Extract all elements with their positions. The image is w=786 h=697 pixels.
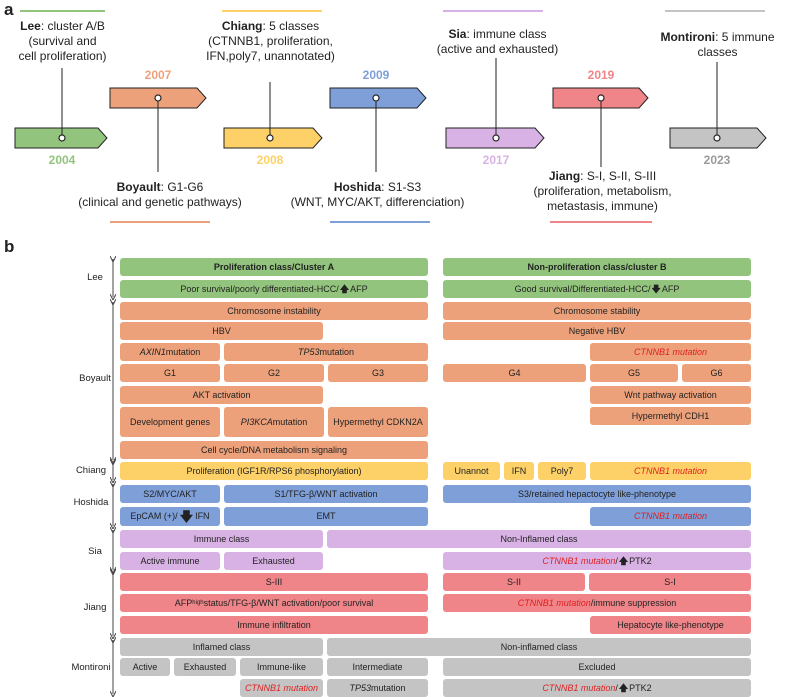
hoshida-s3: S3/retained hepactocyte like-phenotype [443, 485, 751, 503]
label-hoshida: Hoshida [73, 497, 109, 508]
chiang-ifn: IFN [504, 462, 534, 480]
boyault-akt: AKT activation [120, 386, 323, 404]
jiang-s3: S-III [120, 573, 428, 591]
boyault-chrom-instab: Chromosome instability [120, 302, 428, 320]
boyault-cellcycle: Cell cycle/DNA metabolism signaling [120, 441, 428, 459]
year-2008: 2008 [256, 153, 284, 167]
down-arrow-icon: 🡇 [651, 283, 661, 294]
lee-good-survival: Good survival/Differentiated-HCC/🡇AFP [443, 280, 751, 298]
lee-nonprolif-title: Non-proliferation class/cluster B [443, 258, 751, 276]
sia-active: Active immune [120, 552, 220, 570]
label-chiang: Chiang [75, 465, 107, 476]
panel-a-letter: a [4, 0, 14, 19]
boyault-hbv: HBV [120, 322, 323, 340]
boyault-hypermethyl-cdh1: Hypermethyl CDH1 [590, 407, 751, 425]
boyault-wnt: Wnt pathway activation [590, 386, 751, 404]
sia-immune: Immune class [120, 530, 323, 548]
boyault-dev-genes: Development genes [120, 407, 220, 437]
boyault-axin1: AXIN1 mutation [120, 343, 220, 361]
boyault-g2: G2 [224, 364, 324, 382]
event-boyault: Boyault: G1-G6 (clinical and genetic pat… [78, 180, 242, 209]
jiang-s1: S-I [589, 573, 751, 591]
hoshida-epcam: EpCAM (+)/🡇IFN [120, 507, 220, 526]
event-sia: Sia: immune class (active and exhausted) [436, 27, 559, 56]
chiang-unannot: Unannot [443, 462, 500, 480]
label-boyault: Boyault [79, 373, 111, 384]
hoshida-emt: EMT [224, 507, 428, 526]
montironi-immunelike: Immune-like [240, 658, 323, 676]
label-montironi: Montironi [71, 662, 111, 673]
year-2017: 2017 [482, 153, 510, 167]
boyault-hypermethyl-cdkn2a: Hypermethyl CDKN2A [328, 407, 428, 437]
boyault-ctnnb1: CTNNB1 mutation [590, 343, 751, 361]
boyault-chrom-stab: Chromosome stability [443, 302, 751, 320]
year-2007: 2007 [144, 68, 172, 82]
sia-ctnnb1: CTNNB1 mutation/🡅PTK2 [443, 552, 751, 570]
montironi-excluded: Excluded [443, 658, 751, 676]
boyault-g6: G6 [682, 364, 751, 382]
hoshida-s1: S1/TFG-β/WNT activation [224, 485, 428, 503]
montironi-exhausted: Exhausted [174, 658, 236, 676]
montironi-intermediate: Intermediate [327, 658, 428, 676]
boyault-g1: G1 [120, 364, 220, 382]
montironi-active: Active [120, 658, 170, 676]
label-lee: Lee [87, 272, 103, 283]
up-arrow-icon: 🡅 [618, 555, 629, 566]
boyault-g5: G5 [590, 364, 678, 382]
jiang-ctnnb1: CTNNB1 mutation/immune suppression [443, 594, 751, 612]
lee-poor-survival: Poor survival/poorly differentiated-HCC/… [120, 280, 428, 298]
year-2009: 2009 [362, 68, 390, 82]
lee-prolif-title: Proliferation class/Cluster A [120, 258, 428, 276]
event-chiang: Chiang: 5 classes (CTNNB1, proliferation… [206, 19, 335, 63]
boyault-g3: G3 [328, 364, 428, 382]
montironi-ctnnb1: CTNNB1 mutation [240, 679, 323, 697]
event-montironi: Montironi: 5 immune classes [660, 30, 775, 59]
chiang-poly7: Poly7 [538, 462, 586, 480]
montironi-ctnnb1-ptk2: CTNNB1 mutation/🡅PTK2 [443, 679, 751, 697]
boyault-neg-hbv: Negative HBV [443, 322, 751, 340]
up-arrow-icon: 🡅 [339, 283, 350, 294]
jiang-s2: S-II [443, 573, 585, 591]
up-arrow-icon: 🡅 [618, 682, 629, 693]
panel-b-letter: b [4, 237, 15, 256]
hoshida-ctnnb1: CTNNB1 mutation [590, 507, 751, 526]
jiang-immune-infiltration: Immune infiltration [120, 616, 428, 634]
year-2023: 2023 [703, 153, 731, 167]
montironi-inflamed: Inflamed class [120, 638, 323, 656]
event-hoshida: Hoshida: S1-S3 (WNT, MYC/AKT, differenci… [290, 180, 465, 209]
montironi-tp53: TP53 mutation [327, 679, 428, 697]
event-lee: Lee: cluster A/B (survival and cell prol… [18, 19, 107, 63]
sia-exhausted: Exhausted [224, 552, 323, 570]
montironi-noninflamed: Non-inflamed class [327, 638, 751, 656]
jiang-hepatocyte: Hepatocyte like-phenotype [590, 616, 751, 634]
boyault-tp53: TP53 mutation [224, 343, 428, 361]
label-sia: Sia [88, 546, 102, 557]
bracket-arrows [0, 250, 120, 697]
boyault-g4: G4 [443, 364, 586, 382]
label-jiang: Jiang [83, 602, 107, 613]
chiang-ctnnb1: CTNNB1 mutation [590, 462, 751, 480]
down-arrow-icon: 🡇 [179, 509, 194, 524]
boyault-pi3kca: PI3KCA mutation [224, 407, 324, 437]
timeline-graphic [14, 10, 767, 223]
year-2019: 2019 [587, 68, 615, 82]
sia-noninflamed: Non-Inflamed class [327, 530, 751, 548]
year-2004: 2004 [48, 153, 76, 167]
chiang-prolif: Proliferation (IGF1R/RPS6 phosphorylatio… [120, 462, 428, 480]
event-jiang: Jiang: S-I, S-II, S-III (proliferation, … [533, 169, 672, 213]
hoshida-s2: S2/MYC/AKT [120, 485, 220, 503]
